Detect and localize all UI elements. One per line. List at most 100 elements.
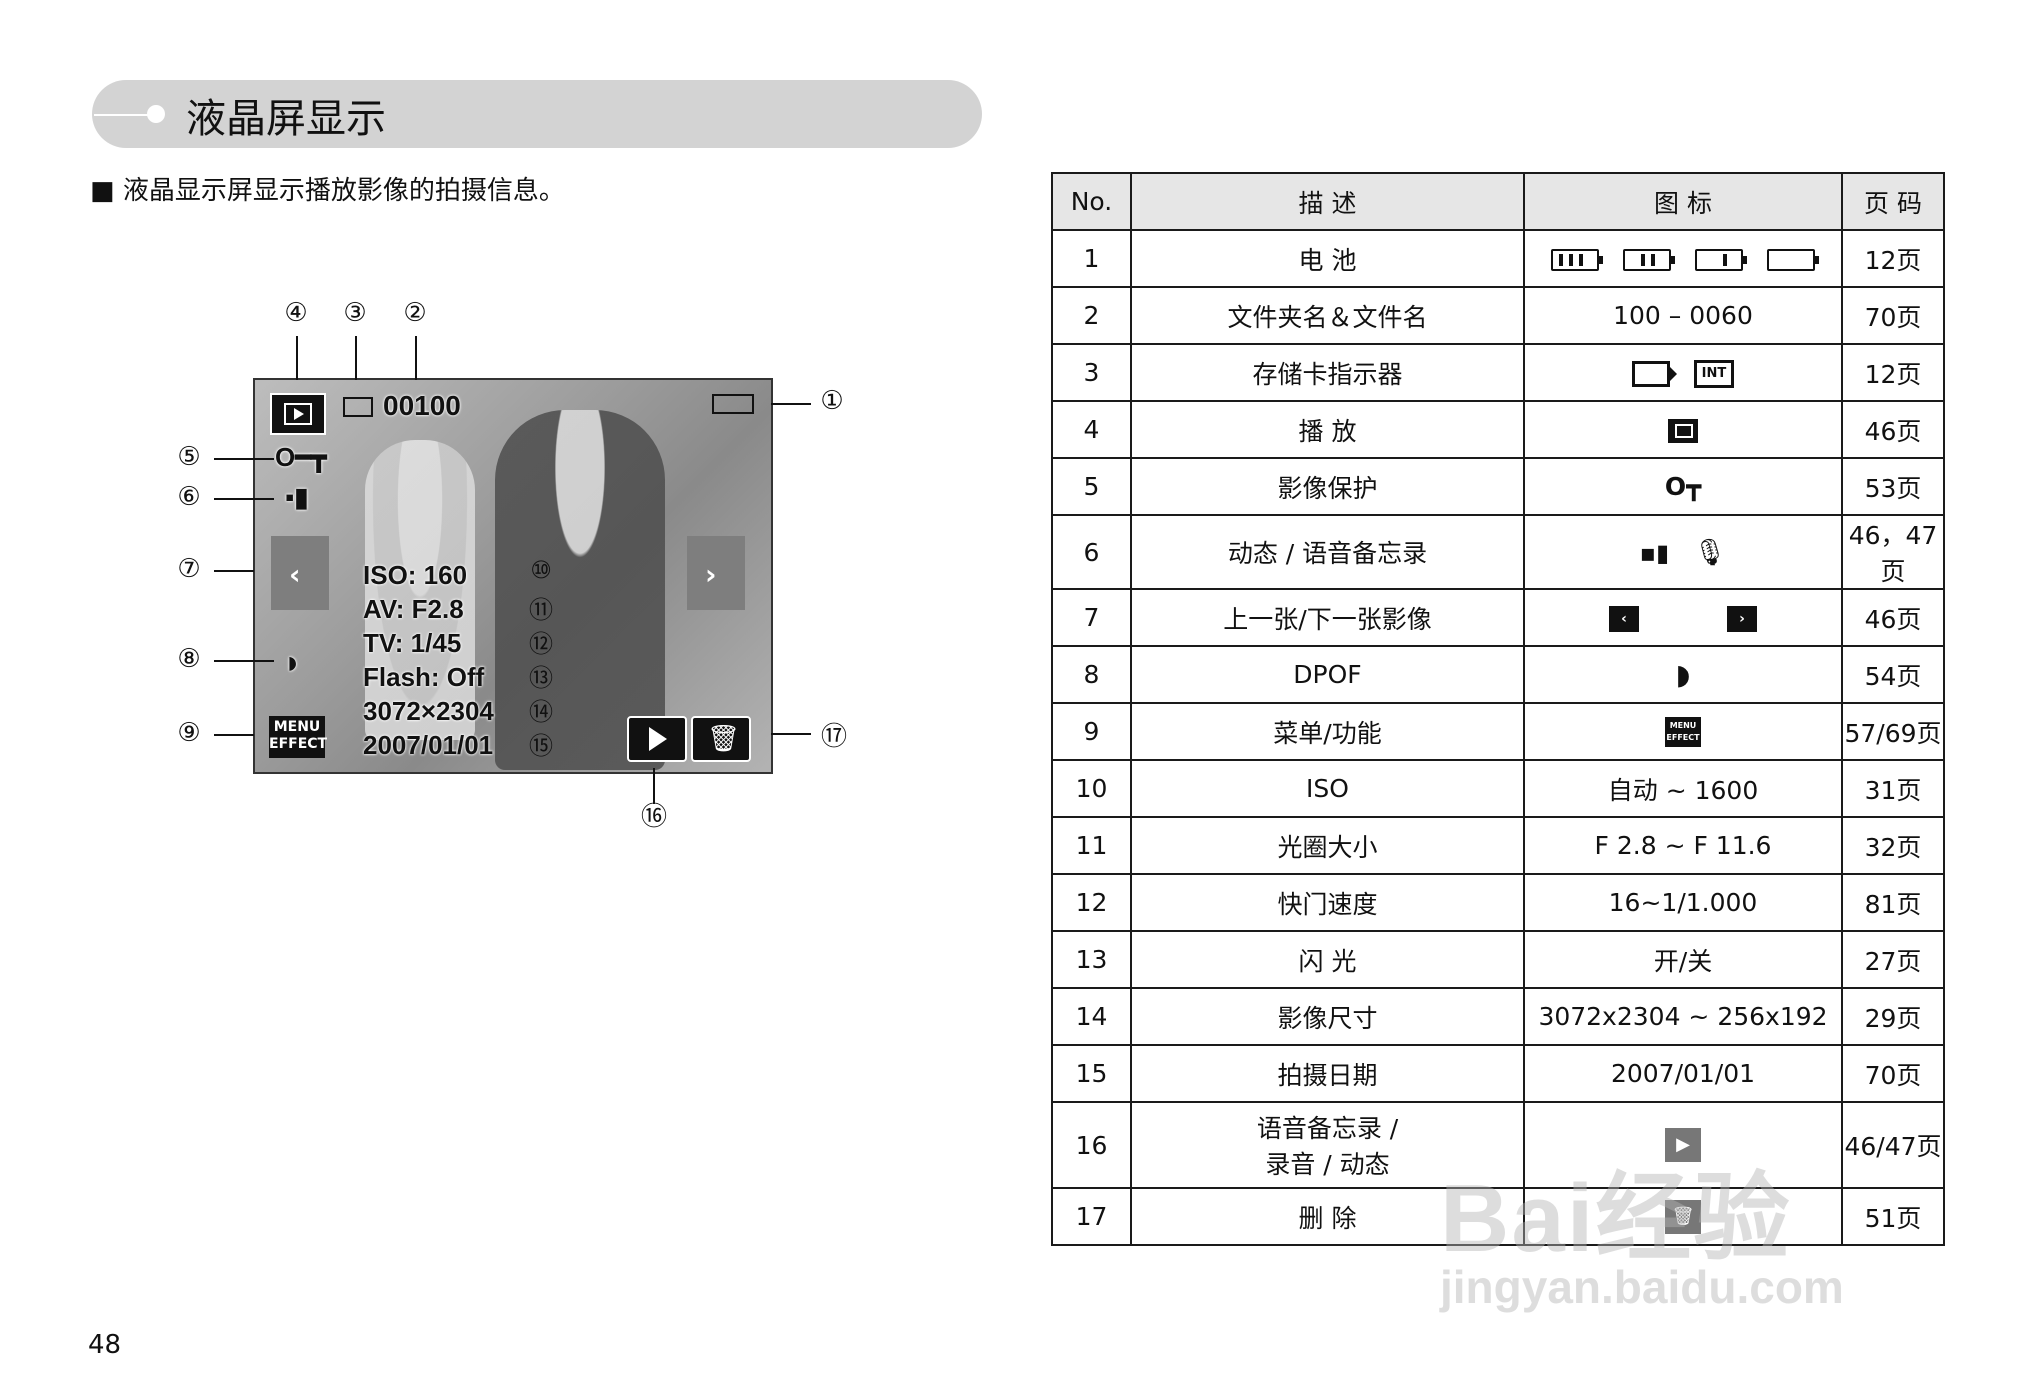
leader-line-5 [214, 458, 274, 460]
callout-3: ③ [343, 298, 367, 328]
row-icon: 16~1/1.000 [1523, 873, 1843, 932]
row-desc: ISO [1130, 759, 1525, 818]
row-page: 46页 [1841, 588, 1945, 647]
effect-label: EFFECT [269, 736, 328, 752]
row-no: 6 [1051, 514, 1132, 590]
table-row: 8 DPOF ◗ 54页 [1051, 645, 1945, 704]
row-page: 81页 [1841, 873, 1945, 932]
row-no: 8 [1051, 645, 1132, 704]
movie-voice-icons: ▪▮ 🎙 [1523, 514, 1843, 590]
row-desc: 光圈大小 [1130, 816, 1525, 875]
col-header-icon: 图 标 [1523, 172, 1843, 231]
memory-card-icon [1632, 360, 1678, 387]
lcd-iso: ISO: 160 [363, 560, 468, 590]
row-desc: 动态 / 语音备忘录 [1130, 514, 1525, 590]
row-desc: 菜单/功能 [1130, 702, 1525, 761]
row-no: 12 [1051, 873, 1132, 932]
callout-2: ② [403, 298, 427, 328]
table-row: 12 快门速度 16~1/1.000 81页 [1051, 873, 1945, 932]
lcd-flash: Flash: Off [363, 662, 485, 692]
row-no: 11 [1051, 816, 1132, 875]
baidu-watermark-url: jingyan.baidu.com [1440, 1261, 1844, 1313]
leader-line-17 [771, 733, 811, 735]
intro-text: ■ 液晶显示屏显示播放影像的拍摄信息。 [90, 176, 565, 206]
voice-play-icon-cell: ▶ [1523, 1101, 1843, 1189]
protect-icon-cell: O┳ [1523, 457, 1843, 516]
row-page: 12页 [1841, 343, 1945, 402]
battery-icons [1523, 229, 1843, 288]
next-image-icon: › [687, 536, 745, 610]
leader-line-7 [214, 570, 254, 572]
row-icon: 3072x2304 ~ 256x192 [1523, 987, 1843, 1046]
callout-4: ④ [284, 298, 308, 328]
photo-groom [495, 410, 665, 770]
table-row: 5 影像保护 O┳ 53页 [1051, 457, 1945, 516]
lcd-date: 2007/01/01 [363, 730, 494, 760]
row-icon: 100 – 0060 [1523, 286, 1843, 345]
leader-line-4 [296, 336, 298, 380]
callout-1: ① [820, 386, 844, 416]
row-desc: 语音备忘录 / 录音 / 动态 [1130, 1101, 1525, 1189]
callout-6: ⑥ [177, 482, 201, 512]
callout-7: ⑦ [177, 554, 201, 584]
row-desc: 拍摄日期 [1130, 1044, 1525, 1103]
battery-icon [712, 394, 754, 414]
prev-arrow-icon: ‹ [1609, 606, 1640, 632]
callout-16: ⑯ [640, 802, 667, 832]
row-page: 70页 [1841, 1044, 1945, 1103]
playback-mode-icon [270, 393, 326, 435]
lcd-image-size: 3072×2304 [363, 696, 494, 726]
row-page: 31页 [1841, 759, 1945, 818]
key-icon: O┳ [1664, 472, 1702, 501]
row-desc: 文件夹名＆文件名 [1130, 286, 1525, 345]
row-desc: 删 除 [1130, 1187, 1525, 1246]
row-no: 7 [1051, 588, 1132, 647]
leader-line-9 [214, 734, 254, 736]
lcd-av: AV: F2.8 [363, 594, 464, 624]
row-desc: 影像保护 [1130, 457, 1525, 516]
callout-9: ⑨ [177, 718, 201, 748]
title-decoration-dot [147, 105, 165, 123]
row-page: 12页 [1841, 229, 1945, 288]
movie-camera-icon: ▪▮ [285, 482, 309, 512]
dpof-icon-cell: ◗ [1523, 645, 1843, 704]
battery-one-third-icon [1694, 249, 1747, 271]
voice-memo-play-icon: ▶ [1665, 1128, 1701, 1162]
table-row: 10 ISO 自动 ~ 1600 31页 [1051, 759, 1945, 818]
table-row: 6 动态 / 语音备忘录 ▪▮ 🎙 46，47页 [1051, 514, 1945, 590]
battery-full-icon [1551, 249, 1604, 271]
card-icons: INT [1523, 343, 1843, 402]
row-desc: 电 池 [1130, 229, 1525, 288]
file-number: 00100 [383, 390, 461, 421]
row-page: 46，47页 [1841, 514, 1945, 590]
row-no: 5 [1051, 457, 1132, 516]
row-page: 32页 [1841, 816, 1945, 875]
row-no: 13 [1051, 930, 1132, 989]
row-page: 53页 [1841, 457, 1945, 516]
internal-memory-icon: INT [1693, 359, 1734, 388]
table-row: 4 播 放 46页 [1051, 400, 1945, 459]
table-row: 13 闪 光 开/关 27页 [1051, 930, 1945, 989]
row-no: 1 [1051, 229, 1132, 288]
row-no: 15 [1051, 1044, 1132, 1103]
row-icon: 自动 ~ 1600 [1523, 759, 1843, 818]
row-no: 2 [1051, 286, 1132, 345]
row-desc: DPOF [1130, 645, 1525, 704]
row-no: 17 [1051, 1187, 1132, 1246]
row-icon: F 2.8 ~ F 11.6 [1523, 816, 1843, 875]
table-row: 7 上一张/下一张影像 ‹ › 46页 [1051, 588, 1945, 647]
row-page: 70页 [1841, 286, 1945, 345]
row-desc: 影像尺寸 [1130, 987, 1525, 1046]
row-page: 27页 [1841, 930, 1945, 989]
leader-line-2 [415, 336, 417, 380]
callout-15: ⑮ [529, 732, 553, 760]
table-row: 15 拍摄日期 2007/01/01 70页 [1051, 1044, 1945, 1103]
leader-line-3 [355, 336, 357, 380]
row-no: 9 [1051, 702, 1132, 761]
lcd-icon-table: No. 描 述 图 标 页 码 1 电 池 12页 2 文件夹名＆文件名 100… [1051, 172, 1945, 1246]
baidu-watermark: Bai经验 [1440, 1165, 1792, 1272]
row-page: 46/47页 [1841, 1101, 1945, 1189]
menu-effect-icon: MENU EFFECT [269, 716, 328, 758]
